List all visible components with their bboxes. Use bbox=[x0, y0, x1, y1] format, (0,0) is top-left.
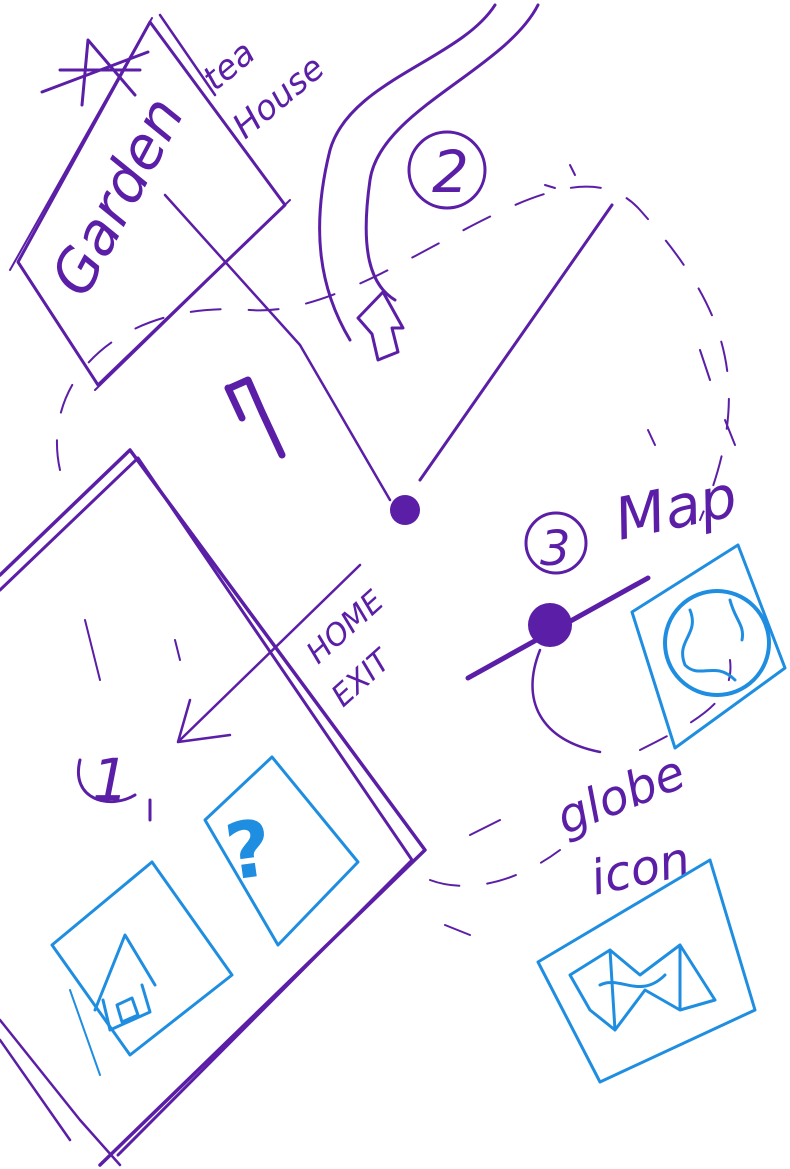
junction-dot bbox=[390, 495, 420, 525]
map-label: Map bbox=[609, 462, 743, 554]
up-arrow-icon bbox=[358, 292, 403, 360]
step-three-map: 3 Map globe icon bbox=[468, 462, 785, 907]
slider-handle-icon[interactable] bbox=[528, 603, 572, 647]
up-arrow-icon bbox=[228, 380, 282, 455]
step-one-number: 1 bbox=[92, 746, 129, 814]
home-button[interactable] bbox=[52, 862, 232, 1075]
step-two-number: 2 bbox=[432, 138, 469, 206]
help-button[interactable]: ? bbox=[205, 757, 358, 945]
step-three-number: 3 bbox=[540, 521, 571, 577]
globe-slider[interactable] bbox=[468, 578, 648, 752]
garden-tea-house-block: Garden tea House bbox=[10, 15, 390, 500]
garden-label: Garden bbox=[37, 86, 197, 307]
stray-strokes bbox=[445, 350, 735, 935]
folded-map-icon bbox=[570, 945, 715, 1030]
globe-icon bbox=[665, 591, 769, 695]
globe-icon-label-line1: globe bbox=[549, 744, 693, 846]
tea-house-label-line1: tea bbox=[195, 33, 263, 99]
step-two-path: 2 bbox=[320, 5, 538, 360]
help-question-icon: ? bbox=[220, 803, 277, 898]
globe-map-button[interactable] bbox=[632, 545, 785, 748]
step-one-screen: HOME EXIT 1 ? bbox=[0, 450, 425, 1165]
globe-icon-label-line2: icon bbox=[586, 831, 695, 906]
